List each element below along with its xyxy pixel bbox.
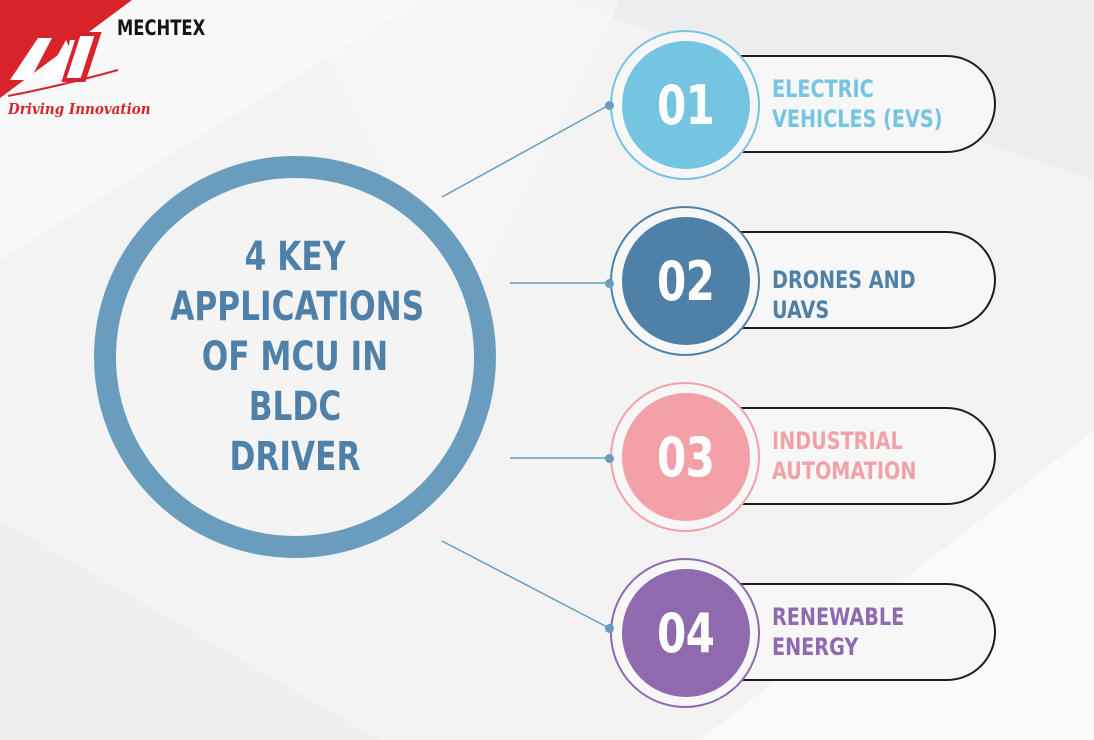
connector-dot	[605, 624, 614, 633]
number-badge: 03	[622, 393, 750, 521]
connector-dot	[605, 279, 614, 288]
connector-dot	[605, 454, 614, 463]
item-label: ELECTRIC VEHICLES (EVS)	[772, 75, 943, 133]
connector-line	[441, 104, 610, 198]
number-badge: 04	[622, 569, 750, 697]
item-number: 04	[657, 601, 715, 665]
connector-line	[441, 540, 610, 629]
item-number: 02	[657, 249, 715, 313]
center-title: 4 KEY APPLICATIONS OF MCU IN BLDC DRIVER	[170, 234, 425, 480]
tagline: Driving Innovation	[8, 100, 151, 118]
item-label: INDUSTRIAL AUTOMATION	[772, 427, 917, 485]
item-label: RENEWABLE ENERGY	[772, 603, 905, 661]
item-number: 01	[657, 73, 715, 137]
brand-name: MECHTEX	[117, 16, 206, 40]
connector-dot	[605, 101, 614, 110]
number-badge: 02	[622, 217, 750, 345]
number-badge: 01	[622, 41, 750, 169]
item-label: DRONES AND UAVS	[772, 266, 916, 324]
central-circle: 4 KEY APPLICATIONS OF MCU IN BLDC DRIVER	[94, 156, 496, 558]
item-number: 03	[657, 425, 715, 489]
